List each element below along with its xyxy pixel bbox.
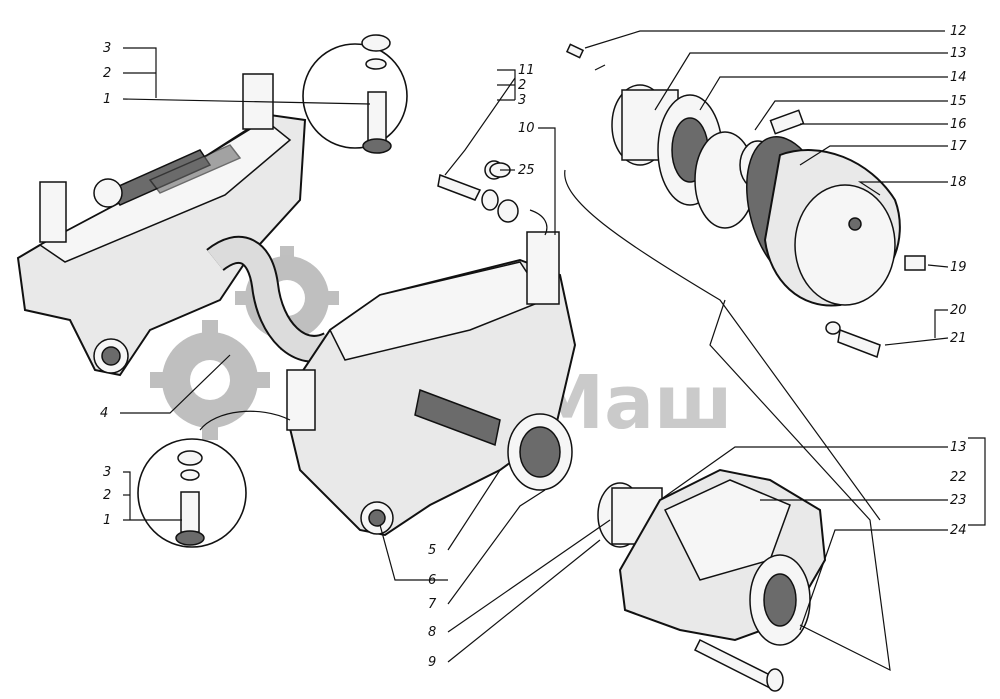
callout-7: 7 [428, 597, 437, 612]
callout-1-top: 1 [103, 92, 111, 107]
callout-5: 5 [428, 543, 436, 558]
bottom-right-housing [489, 162, 827, 692]
callout-8: 8 [428, 625, 436, 640]
callout-labels: 3 2 1 4 3 2 1 5 6 7 8 9 10 11 2 3 25 12 … [100, 24, 967, 670]
callout-14: 14 [950, 70, 967, 85]
bolt-detail-bottom [137, 438, 247, 548]
bolt-detail-top [302, 34, 408, 154]
hub-assembly [565, 43, 926, 359]
callout-15: 15 [950, 94, 967, 109]
callout-6: 6 [428, 573, 436, 588]
callout-18: 18 [950, 175, 967, 190]
callout-22: 22 [950, 470, 967, 485]
callout-21: 21 [950, 331, 967, 346]
callout-3-bottom: 3 [103, 465, 111, 480]
callout-2-top: 2 [103, 66, 111, 81]
callout-9: 9 [428, 655, 436, 670]
callout-23: 23 [950, 493, 967, 508]
callout-2-bottom: 2 [103, 488, 111, 503]
center-housing [286, 231, 577, 537]
callout-16: 16 [950, 117, 967, 132]
callout-11: 11 [518, 63, 535, 78]
callout-24: 24 [950, 523, 967, 538]
callout-1-bottom: 1 [103, 513, 111, 528]
callout-13-bottom: 13 [950, 440, 967, 455]
callout-3-top: 3 [103, 41, 111, 56]
callout-19: 19 [950, 260, 967, 275]
callout-13-top: 13 [950, 46, 967, 61]
callout-4: 4 [100, 406, 108, 421]
callout-3-mid: 3 [518, 93, 526, 108]
callout-12: 12 [950, 24, 967, 39]
leader-lines [120, 30, 986, 672]
callout-20: 20 [950, 303, 967, 318]
callout-17: 17 [950, 139, 967, 154]
callout-10: 10 [518, 121, 535, 136]
callout-25: 25 [518, 163, 535, 178]
callout-2-mid: 2 [518, 78, 526, 93]
